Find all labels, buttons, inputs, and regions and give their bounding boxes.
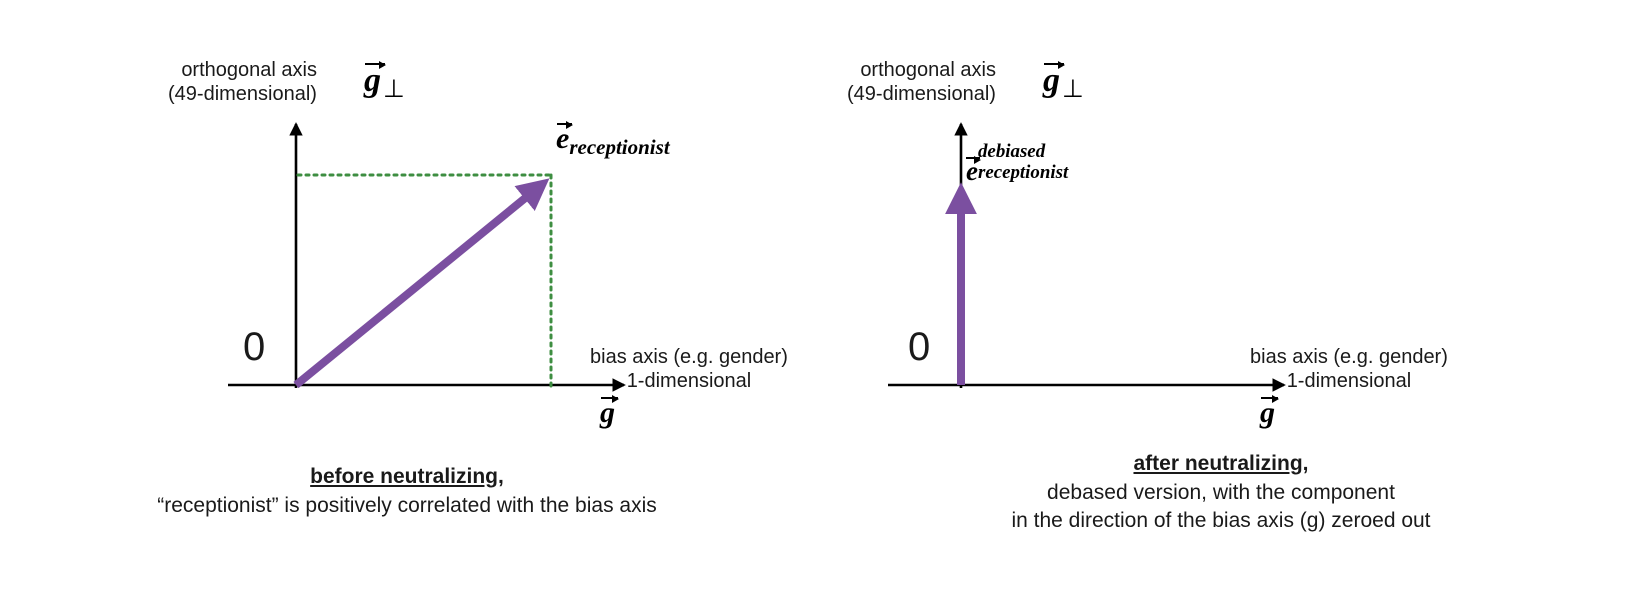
caption-heading: before neutralizing, (310, 465, 504, 488)
vector-label-e-receptionist: ereceptionist (556, 121, 670, 160)
y-axis-description-line2: (49-dimensional) (847, 83, 996, 106)
origin-label: 0 (243, 325, 266, 369)
y-axis-description-line1: orthogonal axis (860, 59, 996, 81)
vector-arrow-icon (364, 61, 386, 70)
y-axis-symbol-g-perp: g⊥ (1043, 61, 1084, 104)
x-axis-description: bias axis (e.g. gender) 1-dimensional (590, 345, 788, 394)
caption-after: after neutralizing, debased version, wit… (814, 450, 1628, 534)
x-axis-description-line1: bias axis (e.g. gender) (590, 346, 788, 368)
caption-line: “receptionist” is positively correlated … (157, 494, 657, 518)
x-axis-description: bias axis (e.g. gender) 1-dimensional (1250, 345, 1448, 394)
caption-line: debased version, with the component (1047, 481, 1395, 505)
vector-arrow-icon (556, 121, 573, 130)
caption-line: in the direction of the bias axis (g) ze… (1011, 508, 1431, 532)
vector-superscript: debiased (977, 141, 1046, 163)
x-axis-description-line2: 1-dimensional (626, 370, 752, 393)
y-axis-description-line2: (49-dimensional) (168, 83, 317, 106)
x-axis-description-line1: bias axis (e.g. gender) (1250, 346, 1448, 368)
y-axis-description: orthogonal axis (49-dimensional) (847, 58, 996, 107)
panel-before-neutralizing: orthogonal axis (49-dimensional) g⊥ erec… (0, 58, 814, 520)
embedding-vector-arrow (293, 178, 550, 389)
vector-subscript: receptionist (569, 135, 670, 160)
diagram-after-svg (888, 122, 1286, 392)
y-axis-description-line1: orthogonal axis (181, 59, 317, 81)
diagram-before-svg (228, 122, 626, 392)
x-axis-symbol-g: g (1260, 395, 1279, 430)
y-axis-symbol-g-perp: g⊥ (364, 61, 405, 104)
caption-heading: after neutralizing, (1133, 452, 1309, 475)
caption-before: before neutralizing, “receptionist” is p… (0, 463, 814, 520)
vector-arrow-icon (1260, 395, 1279, 404)
y-axis-description: orthogonal axis (49-dimensional) (168, 58, 317, 107)
vector-arrow-icon (1043, 61, 1065, 70)
vector-arrow-icon (966, 155, 981, 164)
vector-arrow-icon (600, 395, 619, 404)
vector-subscript: receptionist (977, 161, 1069, 183)
x-axis-description-line2: 1-dimensional (1286, 370, 1412, 393)
x-axis-symbol-g: g (600, 395, 619, 430)
origin-label: 0 (908, 325, 931, 369)
